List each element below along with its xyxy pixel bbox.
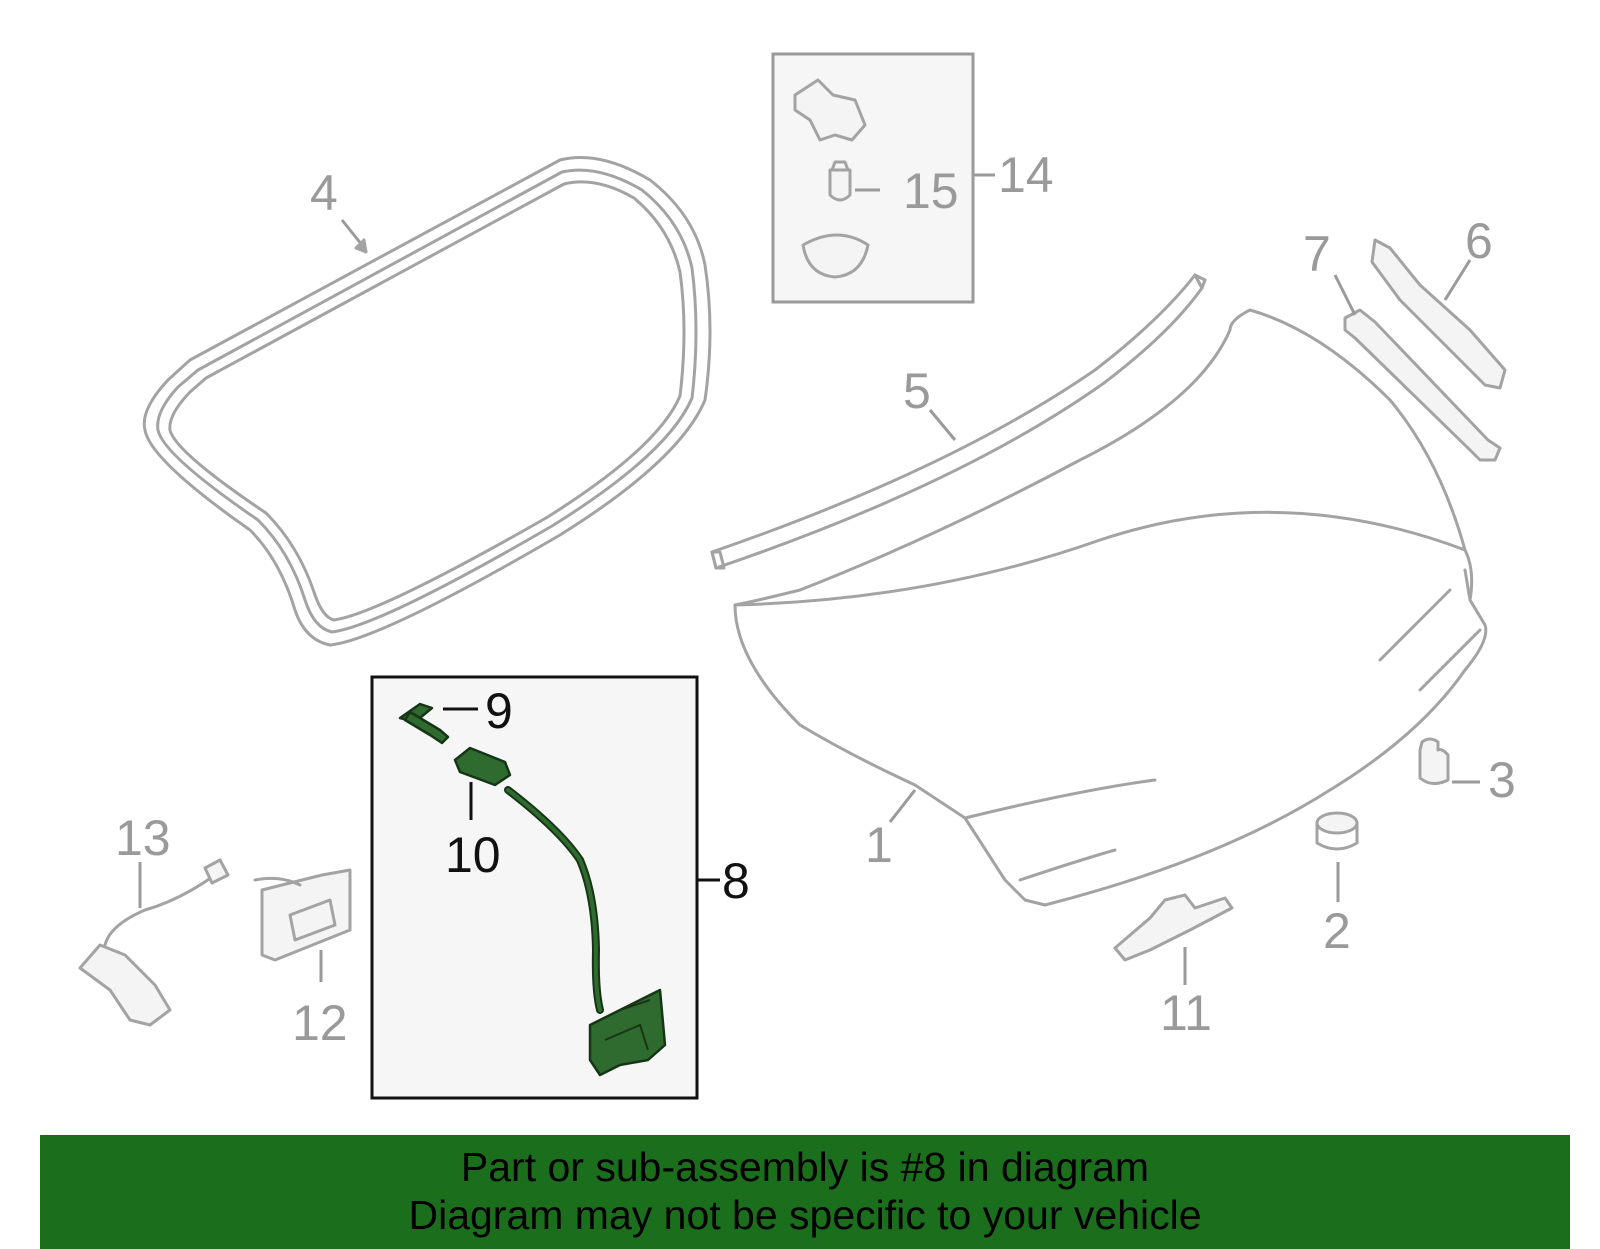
part-13-latch [78,858,230,1027]
callout-14: 14 [998,147,1054,203]
part-1-trunk-lid [733,308,1488,907]
callout-10: 10 [445,827,501,883]
part-7-strut [1343,308,1502,462]
callout-5: 5 [903,363,931,419]
callout-2: 2 [1323,903,1351,959]
part-4-weatherstrip [142,156,712,647]
callout-7: 7 [1303,226,1331,282]
part-11-striker [1113,893,1234,962]
part-6-hinge [1370,238,1507,390]
callout-8: 8 [722,853,750,909]
callout-9: 9 [485,683,513,739]
callout-4: 4 [310,165,338,221]
callout-15: 15 [903,163,959,219]
banner-line-1: Part or sub-assembly is #8 in diagram [460,1144,1150,1190]
callout-3: 3 [1488,752,1516,808]
callout-12: 12 [292,995,348,1051]
banner-line-2: Diagram may not be specific to your vehi… [408,1192,1202,1238]
info-banner: Part or sub-assembly is #8 in diagram Di… [40,1135,1570,1249]
part-10-button [453,746,512,787]
callout-6: 6 [1465,213,1493,269]
callout-11: 11 [1160,985,1212,1041]
callout-13: 13 [115,810,171,866]
part-3-bumper [1418,737,1450,785]
callout-1: 1 [865,817,893,873]
part-14-box [771,52,975,304]
arrowhead [354,238,368,254]
leader-lines [138,173,1480,985]
part-5-trim-strip [710,273,1207,570]
part-9-switch [398,702,450,745]
part-2-stopper [1315,811,1359,851]
part-12-actuator [253,868,352,962]
part-8-latch-assembly [504,786,667,1077]
